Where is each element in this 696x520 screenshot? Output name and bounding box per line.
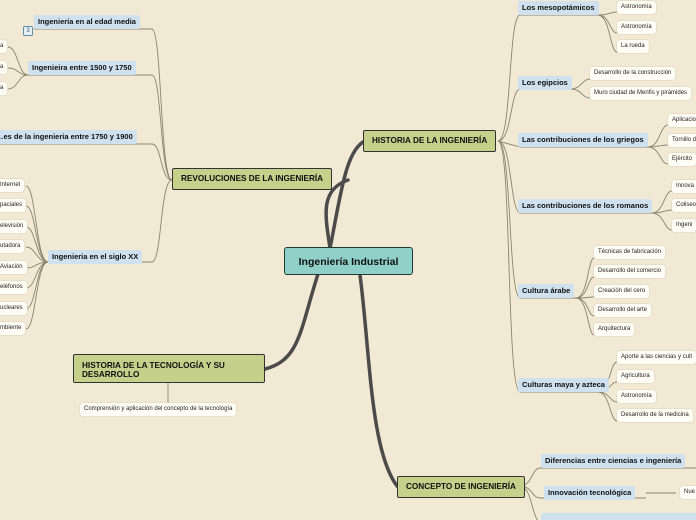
leaf-romanos-ingenieria[interactable]: Ingeni [672,219,696,232]
leaf-meso-astronomia-2[interactable]: Astronomía [617,21,656,34]
topic-revoluciones[interactable]: REVOLUCIONES DE LA INGENIERÍA [172,168,333,190]
leaf-griegos-ejercito[interactable]: Ejército [668,153,696,166]
leaf-tecnologia-concepto[interactable]: Comprensión y aplicación del concepto de… [80,403,237,416]
leaf-aviacion[interactable]: Aviación [0,261,27,274]
leaf-maya-ciencias[interactable]: Aporte a las ciencias y cult [617,351,696,364]
sub-edad-media[interactable]: Ingeniería en al edad media [34,15,140,29]
collapsed-count-badge[interactable]: 3 [23,26,33,36]
leaf-meso-rueda[interactable]: La rueda [617,40,649,53]
topic-historia-tecnologia[interactable]: HISTORIA DE LA TECNOLOGÍA Y SU DESARROLL… [73,354,265,383]
sub-egipcios[interactable]: Los egipcios [518,76,572,90]
topic-historia-ingenieria[interactable]: HISTORIA DE LA INGENIERÍA [363,130,497,152]
leaf-arabe-fabricacion[interactable]: Técnicas de fabricación [594,246,666,259]
leaf-computadora[interactable]: utadora [0,240,25,253]
sub-1500-1750[interactable]: Ingenieira entre 1500 y 1750 [28,61,136,75]
leaf-arabe-cero[interactable]: Creación del cero [594,285,650,298]
leaf-maya-agricultura[interactable]: Agricultura [617,370,654,383]
sub-griegos[interactable]: Las contribuciones de los griegos [518,133,648,147]
leaf-arabe-comercio[interactable]: Desarrollo del comercio [594,265,666,278]
leaf-telefonos[interactable]: eléfonos [0,281,27,294]
leaf-romanos-coliseo[interactable]: Coliseo [672,199,696,212]
topic-historia-tecnologia-line1: HISTORIA DE LA TECNOLOGÍA Y SU [82,361,225,370]
leaf-maya-medicina[interactable]: Desarrollo de la medicina [617,409,693,422]
sub-diferencias-ciencia-ingenieria[interactable]: Diferencias entre ciencias e ingeniería [541,454,686,468]
topic-historia-tecnologia-line2: DESARROLLO [82,370,140,379]
leaf-1500-a[interactable]: a [0,40,8,53]
sub-siglo-xx[interactable]: Ingenieria en el siglo XX [48,250,143,264]
leaf-arabe-arquitectura[interactable]: Arquitectura [594,323,635,336]
leaf-meso-astronomia-1[interactable]: Astronomía [617,1,656,14]
leaf-television[interactable]: elevisión [0,220,28,233]
sub-maya-azteca[interactable]: Culturas maya y azteca [518,378,609,392]
leaf-nucleares[interactable]: ucleares [0,302,27,315]
sub-romanos[interactable]: Las contribuciones de los romanos [518,199,653,213]
leaf-1500-b[interactable]: a [0,61,8,74]
leaf-internet[interactable]: Internet [0,179,25,192]
leaf-griegos-tornillo[interactable]: Tornillo d [668,134,696,147]
leaf-egipto-construccion[interactable]: Desarrollo de la construcción [590,67,676,80]
leaf-arabe-arte[interactable]: Desarrollo del arte [594,304,652,317]
leaf-innovacion-nue[interactable]: Nue [680,486,696,499]
sub-hidden-offscreen[interactable] [541,513,696,520]
leaf-maya-astronomia[interactable]: Astronomía [617,390,656,403]
leaf-egipto-muro[interactable]: Muro ciudad de Menfis y pirámides [590,87,692,100]
central-topic[interactable]: Ingeniería Industrial [284,247,413,275]
leaf-griegos-aplicacion[interactable]: Aplicacio [668,114,696,127]
leaf-1500-c[interactable]: a [0,82,8,95]
sub-innovacion-tecnologica[interactable]: Innovación tecnológica [544,486,636,500]
sub-mesopotamicos[interactable]: Los mesopotámicos [518,1,599,15]
sub-cultura-arabe[interactable]: Cultura árabe [518,284,575,298]
leaf-espaciales[interactable]: paciales [0,199,27,212]
topic-concepto-ingenieria[interactable]: CONCEPTO DE INGENIERÍA [397,476,525,498]
leaf-ambiente[interactable]: mbiente [0,322,26,335]
leaf-romanos-innovacion[interactable]: Innova [672,180,696,193]
sub-1750-1900[interactable]: …es de la ingenieria entre 1750 y 1900 [0,130,137,144]
